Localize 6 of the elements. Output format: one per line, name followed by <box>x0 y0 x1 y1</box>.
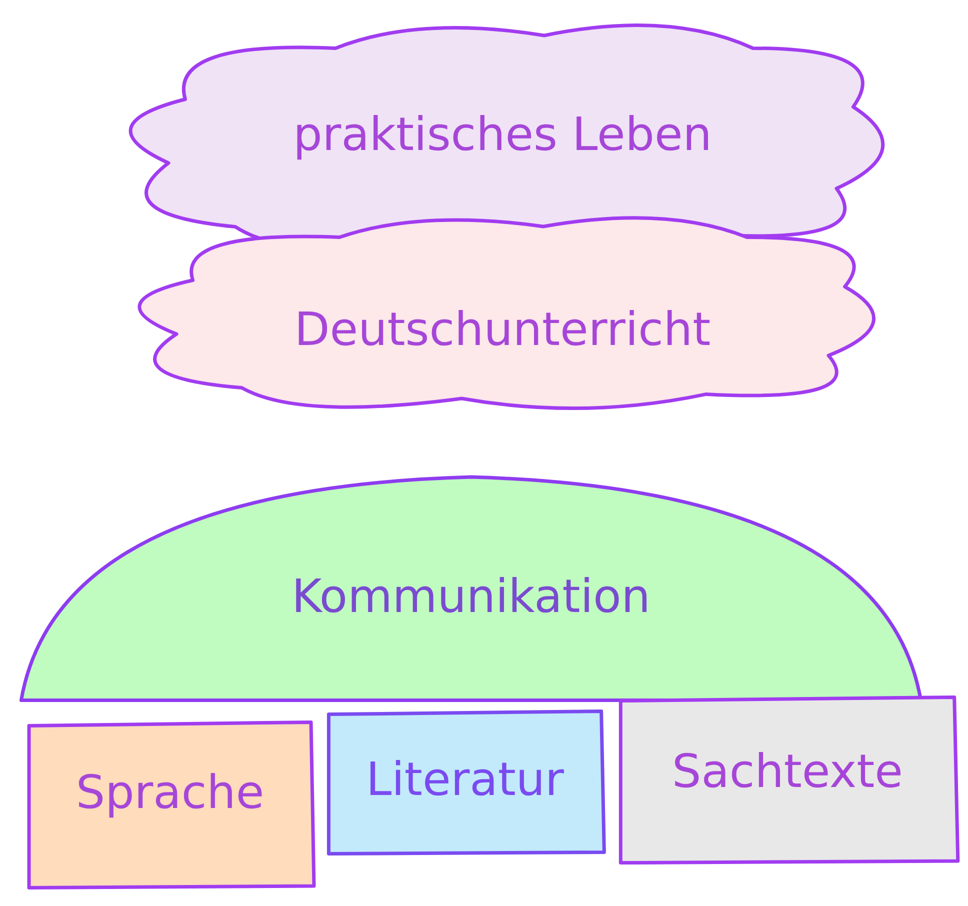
node-label: Kommunikation <box>290 568 652 623</box>
node-label: Sprache <box>74 765 266 820</box>
node-label: Sachtexte <box>671 744 904 798</box>
node-label: Literatur <box>365 752 565 806</box>
node-label: praktisches Leben <box>292 106 713 161</box>
node-label: Deutschunterricht <box>293 302 712 356</box>
